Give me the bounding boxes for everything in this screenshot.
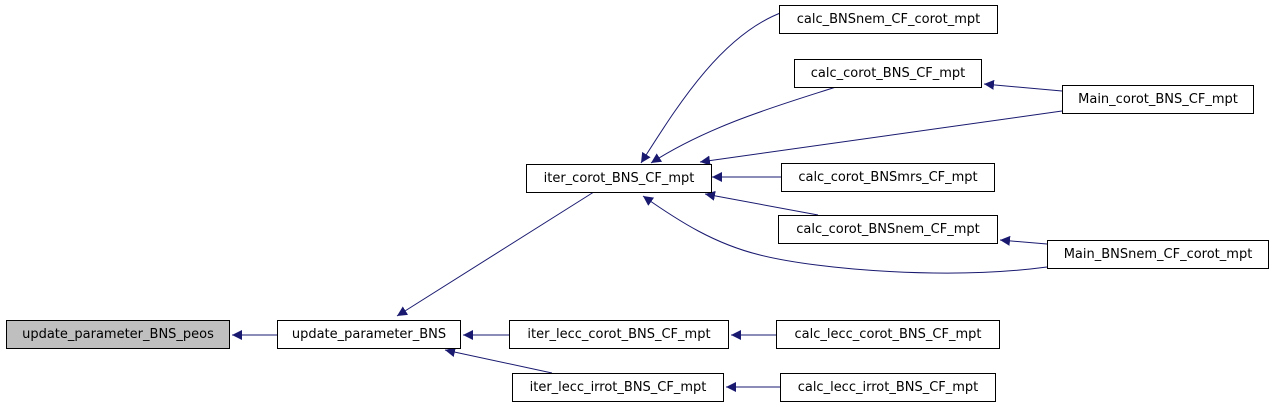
node-calc-lecc-corot-bns-cf-mpt[interactable]: calc_lecc_corot_BNS_CF_mpt [776, 320, 1000, 349]
edge-n11-to-n2 [699, 110, 1063, 166]
node-calc-bnsnem-cf-corot-mpt[interactable]: calc_BNSnem_CF_corot_mpt [779, 5, 998, 34]
node-calc-lecc-irrot-bns-cf-mpt[interactable]: calc_lecc_irrot_BNS_CF_mpt [780, 373, 996, 402]
node-main-corot-bns-cf-mpt[interactable]: Main_corot_BNS_CF_mpt [1062, 85, 1254, 114]
edge-n6-to-n2 [650, 86, 837, 164]
node-update-parameter-bns[interactable]: update_parameter_BNS [277, 320, 461, 349]
edge-n8-to-n2 [704, 190, 819, 216]
edge-n12-to-n8 [999, 235, 1048, 246]
node-iter-lecc-corot-bns-cf-mpt[interactable]: iter_lecc_corot_BNS_CF_mpt [509, 320, 729, 349]
edge-n11-to-n6 [983, 79, 1063, 92]
node-main-bnsnem-cf-corot-mpt[interactable]: Main_BNSnem_CF_corot_mpt [1047, 240, 1269, 269]
node-calc-corot-bnsmrs-cf-mpt[interactable]: calc_corot_BNSmrs_CF_mpt [781, 163, 995, 192]
edge-n12-to-n2 [642, 195, 1048, 274]
node-calc-corot-bns-cf-mpt[interactable]: calc_corot_BNS_CF_mpt [794, 59, 982, 88]
edge-n4-to-n1 [444, 347, 553, 374]
edge-n5-to-n2 [640, 11, 784, 164]
edge-n2-to-n1 [396, 189, 598, 317]
node-iter-lecc-irrot-bns-cf-mpt[interactable]: iter_lecc_irrot_BNS_CF_mpt [512, 373, 724, 402]
node-calc-corot-bnsnem-cf-mpt[interactable]: calc_corot_BNSnem_CF_mpt [778, 215, 998, 244]
node-update-parameter-bns-peos[interactable]: update_parameter_BNS_peos [6, 320, 230, 349]
node-iter-corot-bns-cf-mpt[interactable]: iter_corot_BNS_CF_mpt [526, 164, 712, 193]
